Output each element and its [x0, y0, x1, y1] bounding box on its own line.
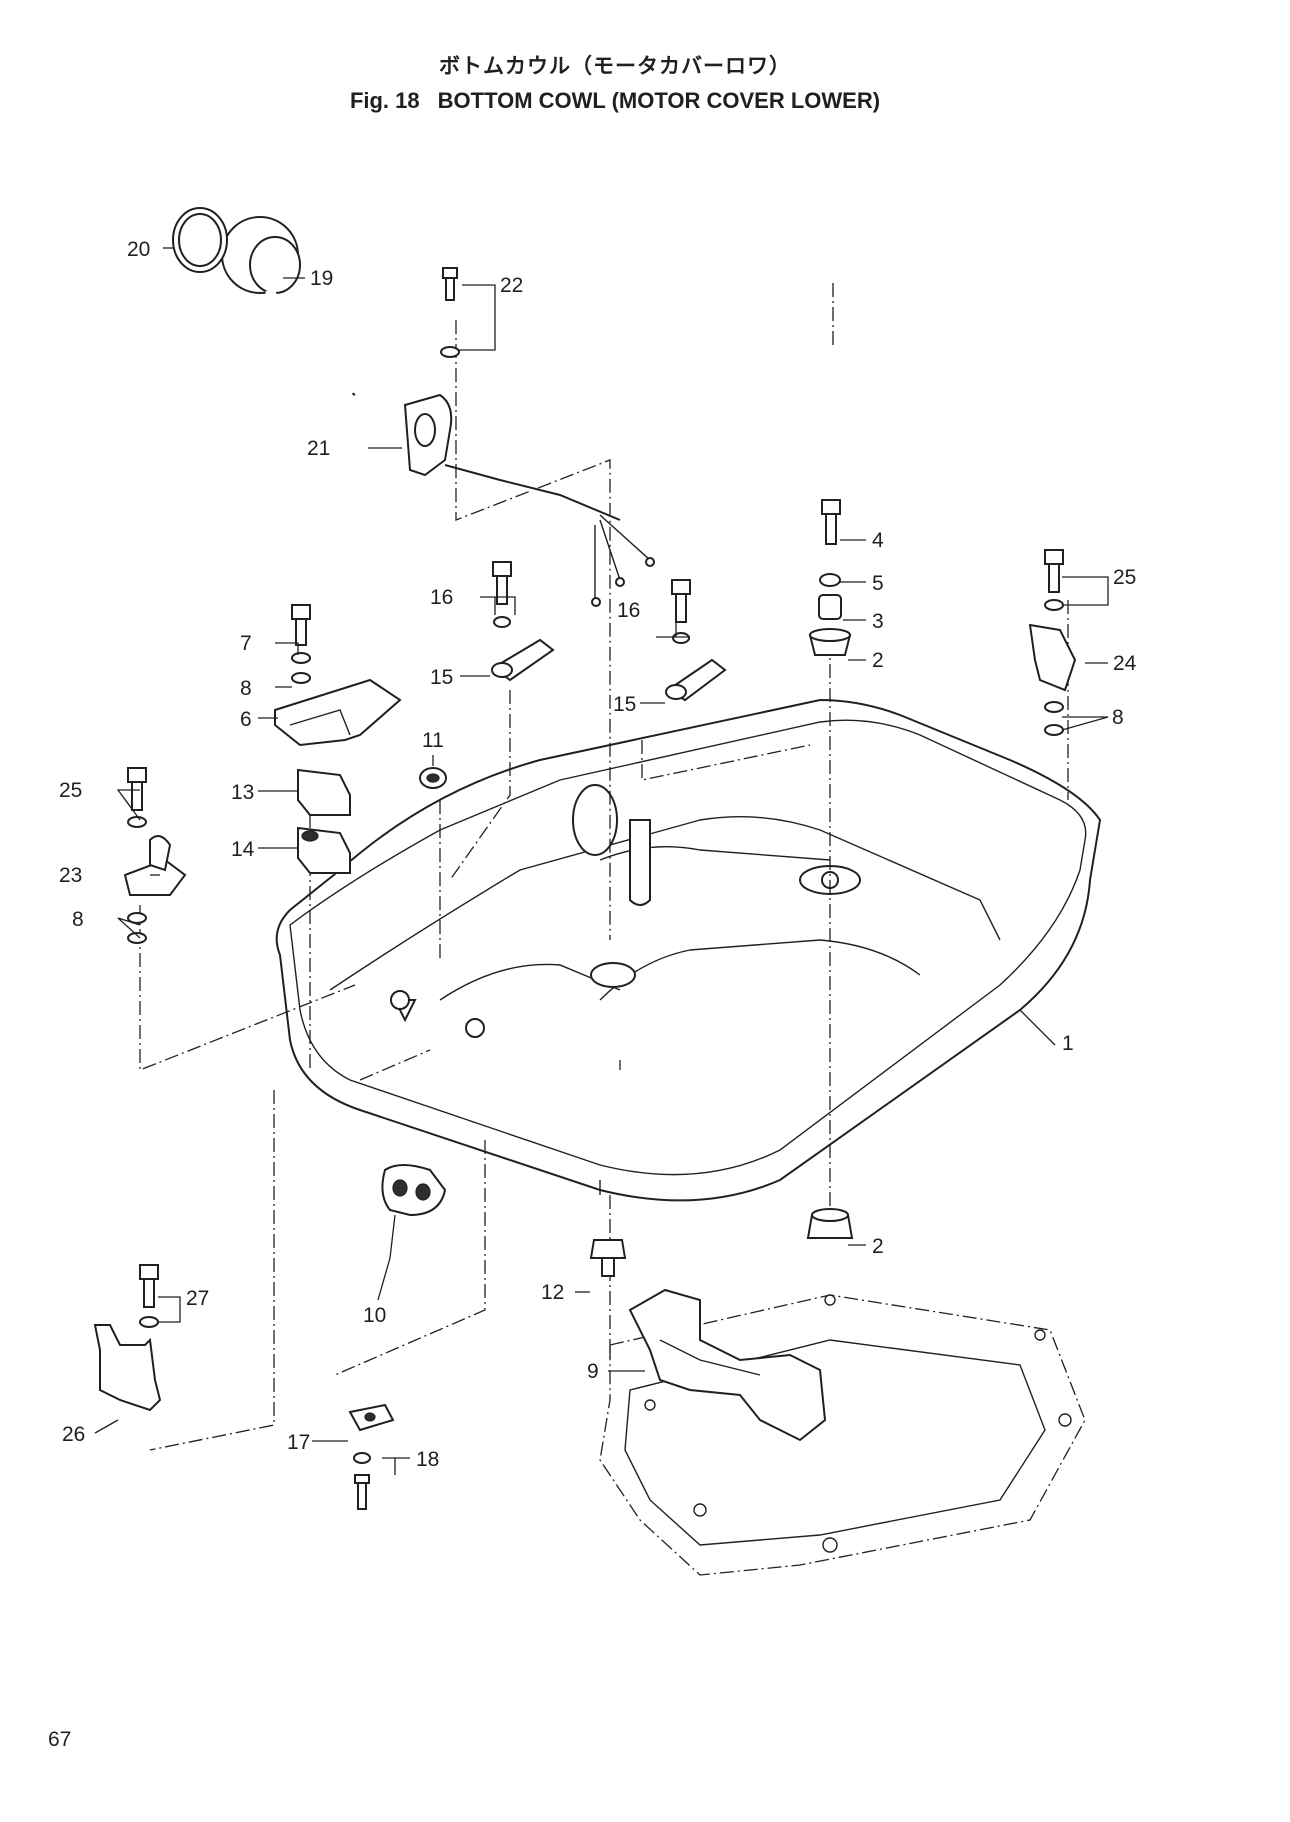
callout-13: 13 — [231, 781, 254, 804]
callout-24: 24 — [1113, 652, 1137, 675]
callout-19: 19 — [310, 267, 333, 290]
leader-lines — [94, 247, 1109, 1475]
bracket-21 — [403, 393, 655, 607]
callout-6: 6 — [240, 708, 252, 731]
callout-25-right: 25 — [1113, 566, 1136, 589]
callout-27: 27 — [186, 1287, 209, 1310]
callout-11: 11 — [422, 729, 444, 752]
bolt-27-bracket-26 — [93, 1264, 162, 1412]
callout-21: 21 — [307, 437, 330, 460]
nut-17-screw-18 — [348, 1403, 395, 1510]
page-title-japanese: ボトムカウル（モータカバーロワ） — [439, 54, 791, 78]
callout-23: 23 — [59, 864, 82, 887]
grommet-10 — [381, 1164, 447, 1217]
callout-5: 5 — [872, 572, 884, 595]
callout-3: 3 — [872, 610, 884, 633]
grommet-2-bottom — [806, 1208, 854, 1239]
bolt-16-plate-15-right — [665, 579, 727, 702]
figure-title: BOTTOM COWL (MOTOR COVER LOWER) — [437, 88, 881, 113]
hook-23-bolt-25 — [123, 767, 187, 944]
callout-25-left: 25 — [59, 779, 82, 802]
bracket-9 — [628, 1288, 827, 1442]
cushion-13-14 — [297, 768, 351, 874]
bottom-cowl-body — [275, 698, 1102, 1202]
callout-26: 26 — [62, 1423, 85, 1446]
callout-1: 1 — [1062, 1032, 1074, 1055]
o-ring-20 — [172, 207, 228, 273]
callout-8-bracket: 8 — [240, 677, 252, 700]
harness-grommet-19 — [221, 216, 356, 398]
callout-16-right: 16 — [617, 599, 640, 622]
callout-14: 14 — [231, 838, 255, 861]
callout-16-left: 16 — [430, 586, 453, 609]
callout-4: 4 — [872, 529, 884, 552]
callout-7: 7 — [240, 632, 252, 655]
callout-8-right: 8 — [1112, 706, 1124, 729]
callout-15-right: 15 — [613, 693, 636, 716]
callout-12: 12 — [541, 1281, 564, 1304]
figure-number: Fig. 18 — [349, 88, 420, 113]
bolt-16-plate-15-left — [491, 561, 555, 682]
page-number: 67 — [48, 1728, 72, 1751]
callout-2-bottom: 2 — [872, 1235, 884, 1258]
callout-labels: 1 2 2 3 4 5 6 7 8 8 8 9 10 11 12 13 14 1… — [59, 238, 1137, 1471]
callout-22: 22 — [500, 274, 523, 297]
plug-12 — [589, 1239, 627, 1277]
grommet-11 — [419, 767, 447, 789]
page-title-english: Fig. 18 BOTTOM COWL (MOTOR COVER LOWER) — [0, 88, 1230, 114]
callout-8-left: 8 — [72, 908, 84, 931]
assembly-lines — [139, 280, 1069, 1451]
bolt-7-washer-8-bracket-6 — [274, 604, 402, 747]
callout-10: 10 — [363, 1304, 386, 1327]
bolt-22 — [440, 267, 460, 358]
callout-17: 17 — [287, 1431, 310, 1454]
engine-base-outline — [599, 1294, 1086, 1576]
callout-18: 18 — [416, 1448, 439, 1471]
callout-20: 20 — [127, 238, 150, 261]
callout-2-top: 2 — [872, 649, 884, 672]
bolt-4-washer-5-collar-3-grommet-2 — [808, 499, 852, 656]
callout-9: 9 — [587, 1360, 599, 1383]
callout-15-left: 15 — [430, 666, 453, 689]
